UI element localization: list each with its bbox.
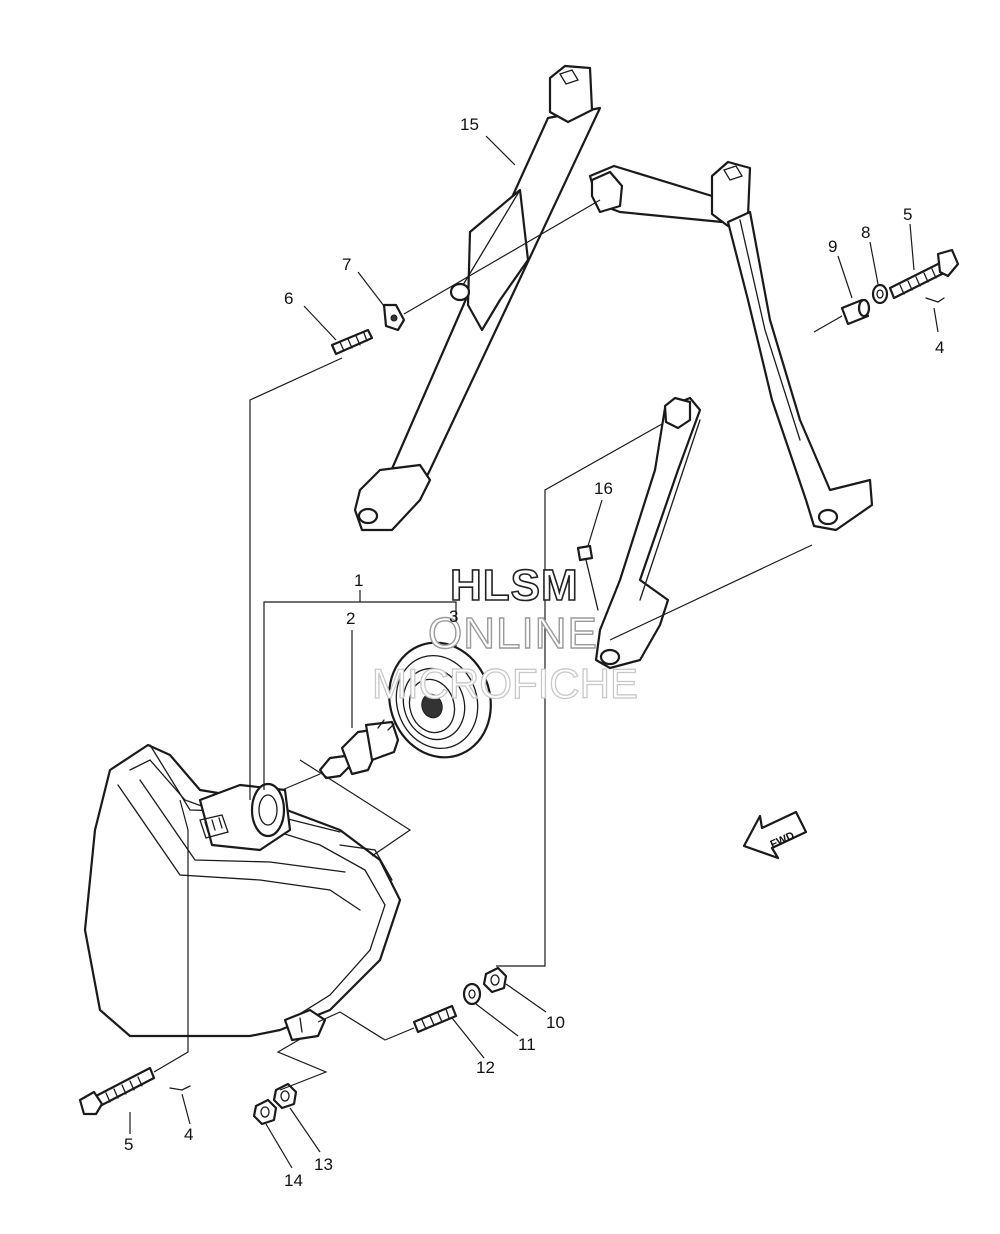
part-11-washer bbox=[462, 982, 482, 1006]
callout-16: 16 bbox=[594, 479, 613, 498]
part-10-nut bbox=[482, 966, 508, 994]
headlight-assembly bbox=[83, 743, 402, 1042]
part-13-washer bbox=[272, 1082, 298, 1110]
watermark-line-3: MICROFICHE bbox=[372, 660, 638, 707]
callout-4-lower: 4 bbox=[184, 1125, 193, 1144]
part-14-nut bbox=[252, 1098, 278, 1126]
callout-15: 15 bbox=[460, 115, 479, 134]
callout-5-upper: 5 bbox=[903, 205, 912, 224]
headlight-stay-bracket bbox=[353, 64, 874, 670]
part-5-bolt-lower bbox=[78, 1066, 156, 1116]
callout-5-lower: 5 bbox=[124, 1135, 133, 1154]
callout-labels: 15 7 6 9 8 5 4 16 1 2 3 10 11 12 5 4 13 … bbox=[124, 115, 944, 1190]
callout-13: 13 bbox=[314, 1155, 333, 1174]
part-9-collar bbox=[840, 298, 871, 326]
callout-6: 6 bbox=[284, 289, 293, 308]
part-16-screw bbox=[576, 544, 599, 611]
part-12-stud bbox=[412, 1004, 458, 1034]
callout-2: 2 bbox=[346, 609, 355, 628]
bulb-cover bbox=[388, 641, 492, 759]
callout-12: 12 bbox=[476, 1058, 495, 1077]
headlight-bulb bbox=[318, 719, 400, 780]
part-6-stud bbox=[330, 328, 374, 356]
callout-7: 7 bbox=[342, 255, 351, 274]
watermark: HLSM ONLINE MICROFICHE bbox=[371, 560, 638, 707]
callout-8: 8 bbox=[861, 223, 870, 242]
part-7-clip bbox=[382, 303, 406, 332]
part-4-nut-lower bbox=[169, 1085, 191, 1091]
fwd-direction-arrow: FWD bbox=[742, 810, 808, 860]
part-8-washer bbox=[871, 283, 889, 305]
part-5-bolt-upper bbox=[888, 248, 960, 300]
watermark-line-1: HLSM bbox=[450, 561, 579, 610]
callout-11: 11 bbox=[518, 1035, 536, 1054]
assembly-lines bbox=[129, 135, 939, 1169]
callout-10: 10 bbox=[546, 1013, 565, 1032]
callout-3: 3 bbox=[449, 607, 458, 626]
watermark-line-2: ONLINE bbox=[428, 609, 598, 658]
callout-4-upper: 4 bbox=[935, 338, 944, 357]
callout-1: 1 bbox=[354, 571, 363, 590]
callout-9: 9 bbox=[828, 237, 837, 256]
part-4-nut-upper bbox=[925, 297, 945, 303]
callout-14: 14 bbox=[284, 1171, 303, 1190]
